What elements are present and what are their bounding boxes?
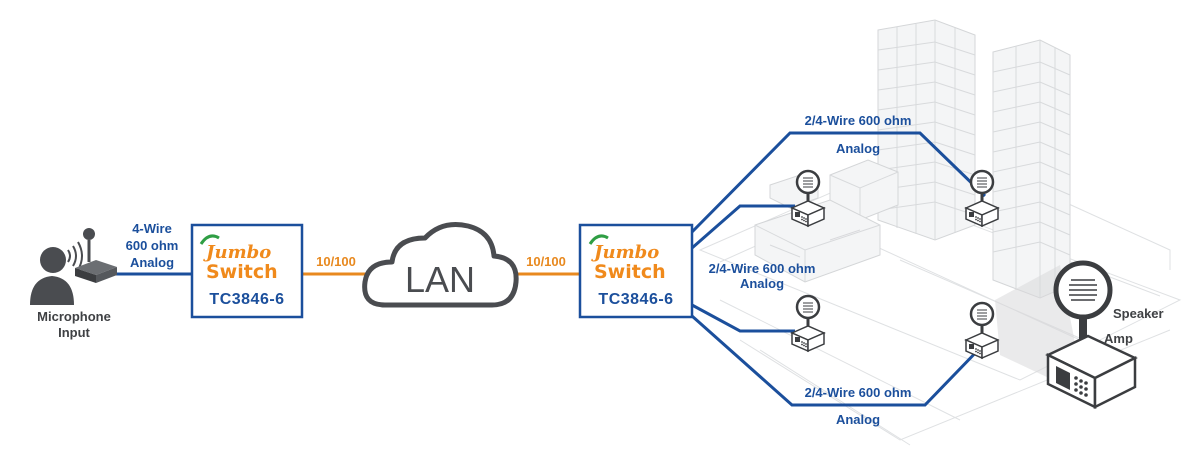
mic-base-icon <box>75 260 117 283</box>
bottom-link-label-line2: Analog <box>836 412 880 427</box>
microphone-icon <box>83 228 95 262</box>
sound-wave-icon <box>67 241 83 271</box>
top-outer-link <box>690 131 987 234</box>
links <box>115 131 987 407</box>
device-model: TC3846-6 <box>209 291 284 308</box>
logo-line1: Jumbo <box>591 242 659 263</box>
lan-cloud: LAN <box>362 222 519 308</box>
bottom-link-label-line1: 2/4-Wire 600 ohm <box>805 385 912 400</box>
top-inner-link <box>691 204 795 250</box>
large-speaker-amp: Speaker Amp <box>1045 260 1164 410</box>
microphone-user: Microphone Input <box>30 228 117 340</box>
left-lan-link-label: 10/100 <box>316 254 356 269</box>
top-link-label-line1: 2/4-Wire 600 ohm <box>805 113 912 128</box>
speaker-unit-bottom-right <box>964 301 1000 360</box>
speaker-icon <box>1053 260 1113 341</box>
middle-link-label: 2/4-Wire 600 ohm Analog <box>709 261 816 291</box>
right-device: Jumbo Switch TC3846-6 <box>578 223 694 319</box>
speaker-label: Speaker <box>1113 306 1164 321</box>
lan-label: LAN <box>405 259 475 300</box>
device-model: TC3846-6 <box>598 291 673 308</box>
jumbo-switch-logo: Jumbo Switch <box>588 234 666 283</box>
microphone-label-line1: Microphone <box>37 309 111 324</box>
speaker-unit-bottom-left <box>790 294 826 353</box>
middle-link-label-line1: 2/4-Wire 600 ohm <box>709 261 816 276</box>
middle-link-label-line2: Analog <box>740 276 784 291</box>
logo-line2: Switch <box>594 261 666 283</box>
city-background <box>698 19 1182 446</box>
cloud-icon <box>362 222 519 308</box>
bottom-outer-link <box>691 314 985 407</box>
logo-line2: Switch <box>206 261 278 283</box>
person-icon <box>30 247 74 305</box>
mic-link-label-line1: 4-Wire <box>132 221 172 236</box>
bottom-link-label: 2/4-Wire 600 ohm Analog <box>805 385 912 427</box>
mic-link-label: 4-Wire 600 ohm Analog <box>126 221 179 270</box>
top-link-label-line2: Analog <box>836 141 880 156</box>
bottom-inner-link <box>691 303 795 333</box>
top-link-label: 2/4-Wire 600 ohm Analog <box>805 113 912 156</box>
microphone-label-line2: Input <box>58 325 90 340</box>
left-device: Jumbo Switch TC3846-6 <box>190 223 304 319</box>
logo-line1: Jumbo <box>203 242 271 263</box>
amp-label: Amp <box>1104 331 1133 346</box>
amp-icon <box>1045 334 1138 410</box>
jumbo-switch-logo: Jumbo Switch <box>199 234 278 283</box>
mic-link-label-line3: Analog <box>130 255 174 270</box>
right-lan-link-label: 10/100 <box>526 254 566 269</box>
mic-link-label-line2: 600 ohm <box>126 238 179 253</box>
